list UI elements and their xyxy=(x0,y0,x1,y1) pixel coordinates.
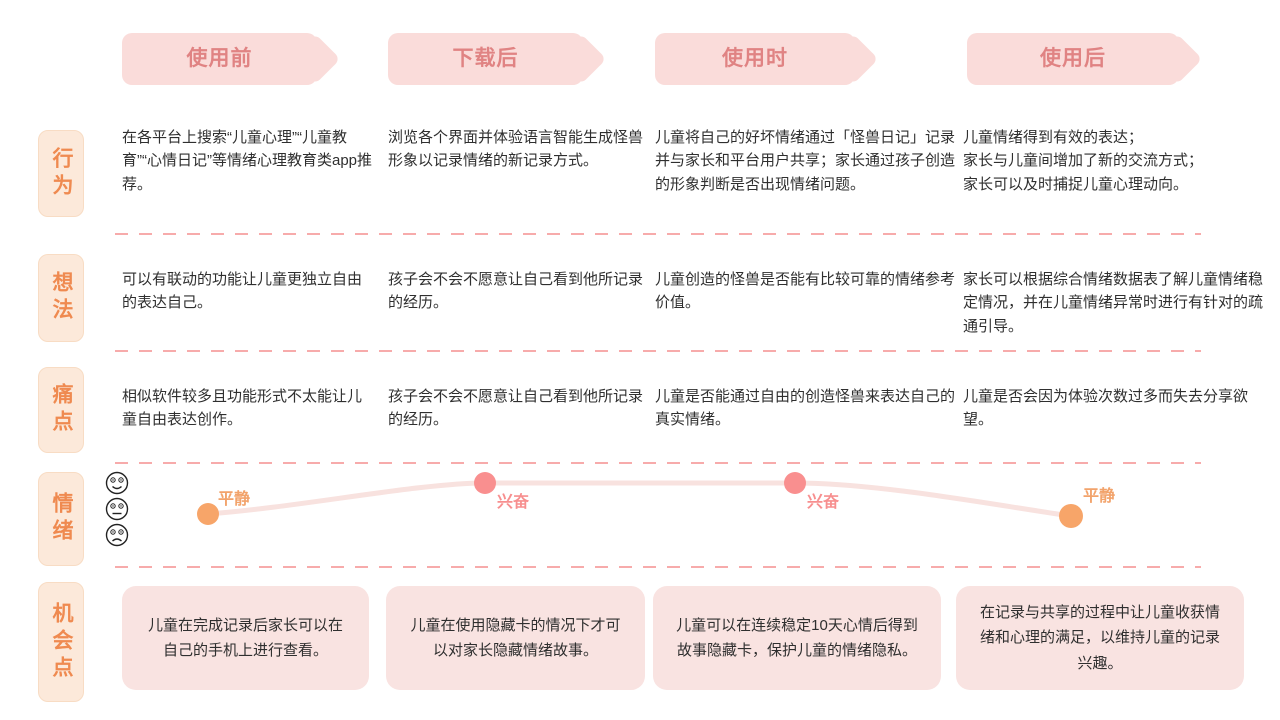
emotion-label-2: 兴奋 xyxy=(497,492,530,511)
emotion-point-excited-1 xyxy=(474,472,496,494)
emotion-curve-chart: 平静 兴奋 兴奋 平静 xyxy=(105,471,1115,547)
row-label-behavior: 行为 xyxy=(38,130,84,217)
behavior-cell-1: 在各平台上搜索“儿童心理”“儿童教育”“心情日记”等情绪心理教育类app推荐。 xyxy=(122,129,373,193)
sad-face-icon xyxy=(105,523,129,547)
row-divider xyxy=(115,566,1201,568)
row-divider xyxy=(115,350,1201,352)
emotion-point-excited-2 xyxy=(784,472,806,494)
emotion-curve xyxy=(205,480,1074,519)
stage-header-during-use: 使用时 xyxy=(655,33,855,85)
thought-cell-3: 儿童创造的怪兽是否能有比较可靠的情绪参考价值。 xyxy=(655,271,956,312)
opportunity-box-3: 儿童可以在连续稳定10天心情后得到故事隐藏卡，保护儿童的情绪隐私。 xyxy=(653,586,941,690)
pain-cell-1: 相似软件较多且功能形式不太能让儿童自由表达创作。 xyxy=(122,388,363,429)
emotion-point-calm-2 xyxy=(1059,504,1083,528)
behavior-cell-3: 儿童将自己的好坏情绪通过「怪兽日记」记录并与家长和平台用户共享；家长通过孩子创造… xyxy=(655,129,956,193)
opportunity-box-2: 儿童在使用隐藏卡的情况下才可以对家长隐藏情绪故事。 xyxy=(386,586,645,690)
thought-cell-1: 可以有联动的功能让儿童更独立自由的表达自己。 xyxy=(122,271,363,312)
row-label-thought: 想法 xyxy=(38,254,84,342)
stage-header-after-download: 下载后 xyxy=(388,33,583,85)
stage-label: 使用前 xyxy=(186,47,253,70)
pain-cell-3: 儿童是否能通过自由的创造怪兽来表达自己的真实情绪。 xyxy=(655,388,956,429)
behavior-cell-4: 儿童情绪得到有效的表达； 家长与儿童间增加了新的交流方式； 家长可以及时捕捉儿童… xyxy=(963,129,1204,193)
emotion-label-4: 平静 xyxy=(1083,486,1115,505)
emotion-point-calm-1 xyxy=(197,503,219,525)
neutral-face-icon xyxy=(105,497,129,521)
behavior-cell-2: 浏览各个界面并体验语言智能生成怪兽形象以记录情绪的新记录方式。 xyxy=(388,129,644,170)
row-label-opportunity: 机会点 xyxy=(38,582,84,702)
stage-header-before-use: 使用前 xyxy=(122,33,317,85)
row-divider xyxy=(115,233,1201,235)
row-label-emotion: 情绪 xyxy=(38,472,84,566)
thought-cell-2: 孩子会不会不愿意让自己看到他所记录的经历。 xyxy=(388,271,644,312)
pain-cell-2: 孩子会不会不愿意让自己看到他所记录的经历。 xyxy=(388,388,644,429)
stage-header-after-use: 使用后 xyxy=(967,33,1179,85)
row-divider xyxy=(115,462,1201,464)
emotion-label-1: 平静 xyxy=(218,489,250,508)
opportunity-box-1: 儿童在完成记录后家长可以在自己的手机上进行查看。 xyxy=(122,586,369,690)
stage-label: 使用时 xyxy=(722,47,788,70)
row-label-pain: 痛点 xyxy=(38,367,84,453)
stage-label: 使用后 xyxy=(1040,47,1106,70)
stage-label: 下载后 xyxy=(452,47,519,70)
thought-cell-4: 家长可以根据综合情绪数据表了解儿童情绪稳定情况，并在儿童情绪异常时进行有针对的疏… xyxy=(963,271,1264,335)
happy-face-icon xyxy=(105,471,129,495)
opportunity-box-4: 在记录与共享的过程中让儿童收获情绪和心理的满足，以维持儿童的记录兴趣。 xyxy=(956,586,1244,690)
emotion-label-3: 兴奋 xyxy=(807,492,840,511)
pain-cell-4: 儿童是否会因为体验次数过多而失去分享欲望。 xyxy=(963,388,1249,429)
